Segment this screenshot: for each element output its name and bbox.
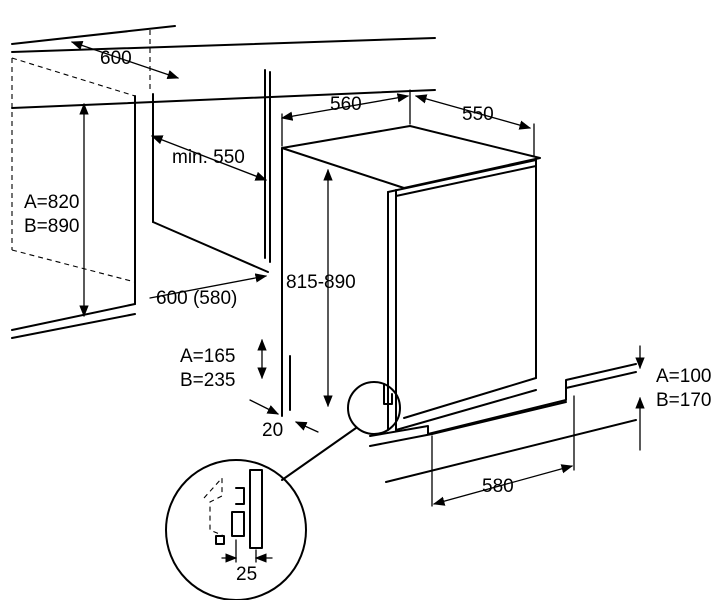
left-panel-bottom [152,221,269,273]
door-top [387,159,537,193]
dim-niche-depth [150,135,268,181]
dim-offset-a [249,399,280,415]
plinth-bottom [385,419,637,483]
dim-niche-width [70,40,180,80]
callout-small-circle [347,381,401,435]
dashed-floor [11,249,136,283]
worktop-top-edge [11,37,436,53]
door-top-2 [395,165,537,197]
detail-dashed-profile [203,476,225,537]
plinth [281,355,637,507]
label-plinth-offset: 20 [262,420,283,441]
label-appliance-height: 815-890 [286,272,356,293]
dim-appliance-depth [414,94,532,130]
dimension-labels: 600 min. 550 A=820 B=890 600 (580) 560 5… [24,48,711,585]
floor-line [11,303,136,331]
hinge-detail [383,383,393,405]
label-plinth-b: B=235 [180,370,235,391]
plinth-top [369,363,637,437]
plinth-front-2 [431,401,567,435]
plinth-front [369,433,433,447]
door-bottom-2 [395,389,537,431]
floor-line-2 [11,313,136,339]
label-bottom-depth: 600 (580) [156,288,237,309]
label-niche-depth: min. 550 [172,147,245,168]
label-plinth-height-b: B=170 [656,390,711,411]
label-appliance-width: 560 [330,94,362,115]
detail-lower-bracket [231,511,245,537]
detail-door-panel [249,469,263,549]
label-height-b: B=890 [24,216,79,237]
dim-appliance-width [280,93,410,121]
worktop-front-edge [11,89,436,109]
label-height-a: A=820 [24,192,79,213]
worktop-back-edge [11,25,176,45]
label-appliance-depth: 550 [462,104,494,125]
dimension-lines [70,40,645,506]
callout-leader [281,427,357,481]
detail-callout [165,381,401,600]
label-plinth-a: A=165 [180,346,235,367]
appliance-top [281,125,541,189]
label-plinth-height-a: A=100 [656,366,711,387]
label-plinth-width: 580 [482,476,514,497]
callout-large-circle [165,459,307,600]
detail-hinge-bracket [235,487,245,505]
label-niche-width: 600 [100,48,132,69]
door-bottom [403,377,537,419]
dim-offset-b [294,421,319,433]
detail-screw [215,535,225,545]
appliance [281,125,541,431]
dim-bottom-depth [149,273,268,299]
plinth-right-top [565,371,637,389]
dim-plinth-width [432,464,574,506]
label-detail-gap: 25 [236,564,257,585]
